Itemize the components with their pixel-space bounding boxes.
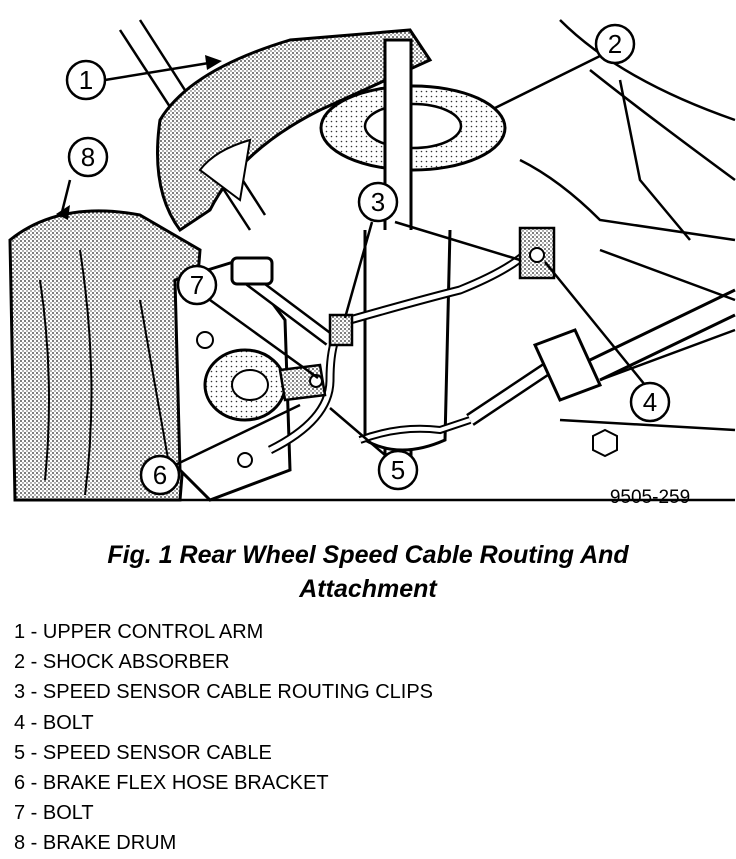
legend-item: 5 - SPEED SENSOR CABLE [14,741,272,764]
arrowheads [56,55,222,220]
suspension-illustration: 1 2 3 4 5 6 7 8 9505-259 [8,19,736,508]
legend-item: 7 - BOLT [14,802,94,825]
callout-2: 2 [594,23,636,65]
svg-text:7: 7 [190,270,204,300]
callout-1: 1 [65,59,107,101]
leader-lines [60,54,646,467]
legend-item: 1 - UPPER CONTROL ARM [14,621,264,643]
legend-item: 4 - BOLT [14,711,94,734]
svg-text:8: 8 [81,142,95,172]
parts-legend: 1 - UPPER CONTROL ARM 2 - SHOCK ABSORBER… [14,617,433,859]
legend-item: 3 - SPEED SENSOR CABLE ROUTING CLIPS [14,681,433,704]
figure-caption-line1: Fig. 1 Rear Wheel Speed Cable Routing An… [107,541,629,569]
legend-item: 2 - SHOCK ABSORBER [14,651,230,674]
svg-text:5: 5 [391,455,405,485]
hex-nut [592,428,618,458]
figure-number: 9505-259 [610,487,690,508]
callout-3: 3 [357,181,399,223]
callout-6: 6 [139,454,181,496]
callout-7: 7 [176,264,218,306]
svg-text:2: 2 [608,29,622,59]
bracket-bolt [278,363,327,402]
svg-text:1: 1 [79,65,93,95]
shock-absorber [319,38,507,462]
svg-text:3: 3 [371,187,385,217]
callout-8: 8 [67,136,109,178]
callout-4: 4 [629,381,671,423]
figure-caption-line2: Attachment [299,575,437,603]
callout-5: 5 [377,449,419,491]
brake-drum [8,209,202,502]
legend-item: 8 - BRAKE DRUM [14,832,177,855]
legend-item: 6 - BRAKE FLEX HOSE BRACKET [14,772,329,795]
svg-text:4: 4 [643,387,657,417]
brake-flex-hose [230,256,736,426]
svg-text:6: 6 [153,460,167,490]
upper-control-arm [156,28,433,233]
routing-clips [328,226,556,347]
